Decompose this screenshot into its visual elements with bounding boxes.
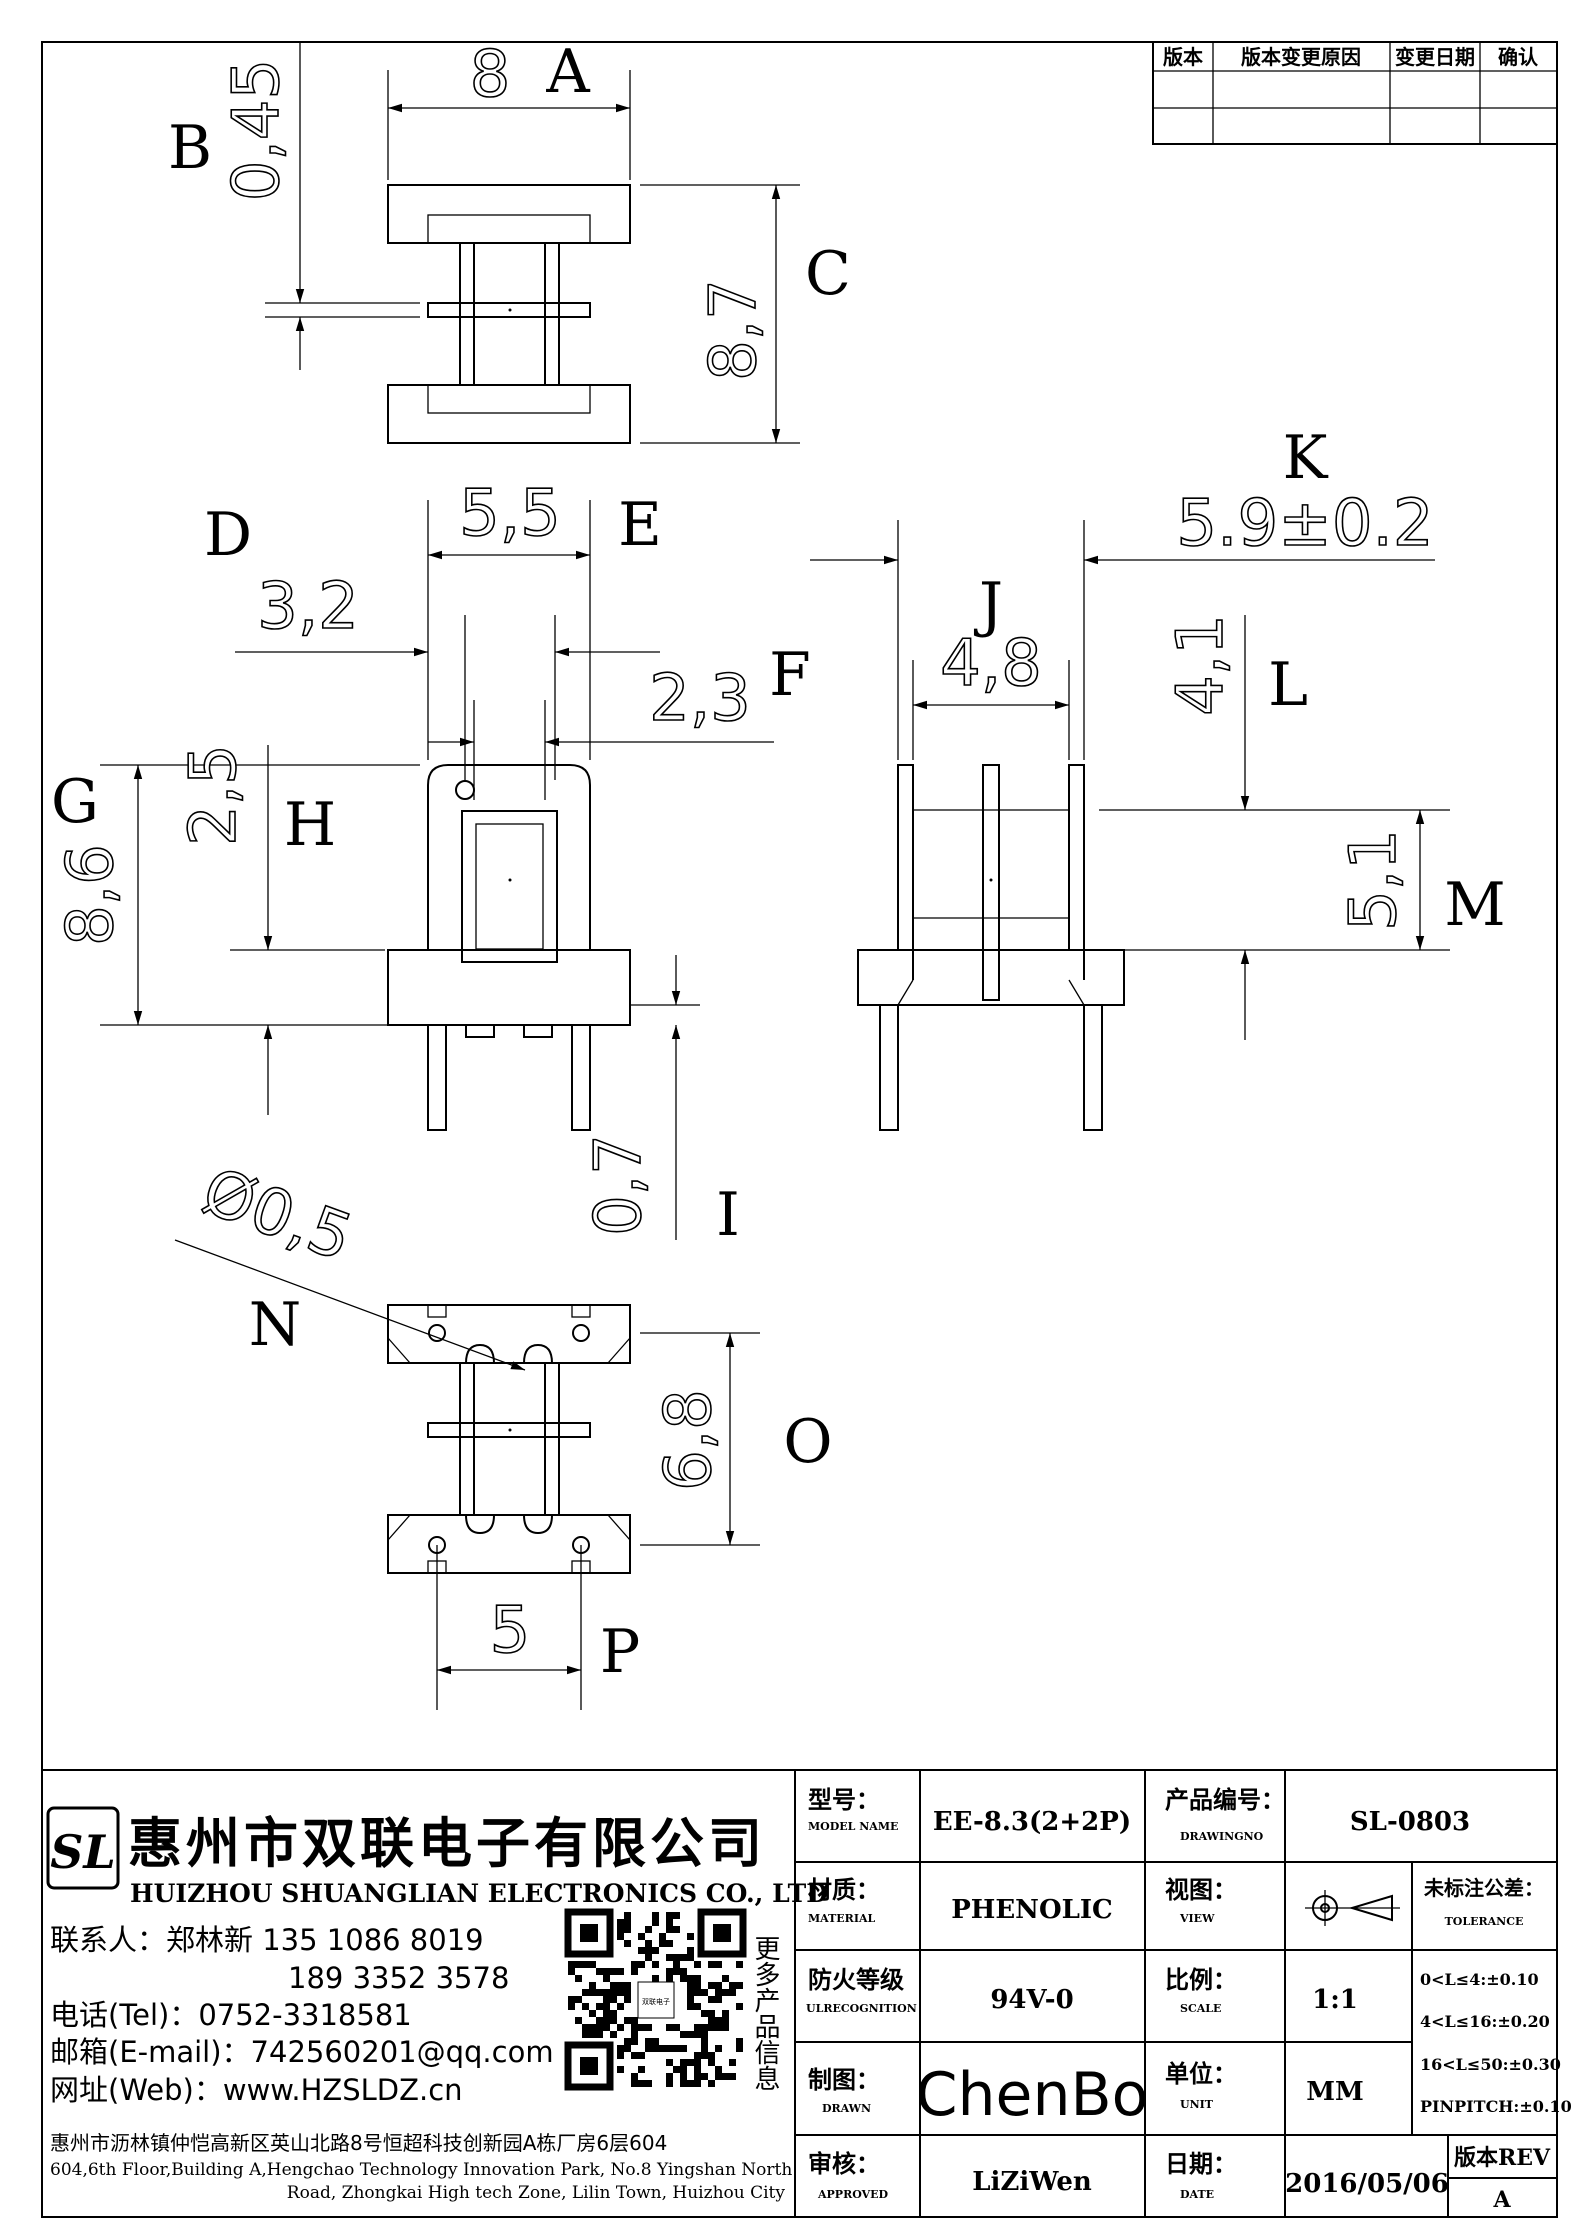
- revision-value: A: [1492, 2187, 1511, 2213]
- tolerance-line-1: 0<L≤4:±0.10: [1420, 1970, 1539, 1989]
- dim-letter-l: L: [1268, 650, 1308, 720]
- qr-caption: 更多产品信息: [750, 1935, 780, 2091]
- drawn-label: 制图：: [808, 2065, 880, 2094]
- fire-rating-label-en: ULRECOGNITION: [806, 2002, 917, 2015]
- dim-l-value: 4,1: [1164, 614, 1238, 716]
- dim-letter-h: H: [284, 790, 336, 860]
- dim-j-value: 4,8: [940, 627, 1042, 701]
- company-logo: SL: [46, 1806, 120, 1890]
- dim-k-value: 5.9±0.2: [1176, 487, 1433, 561]
- svg-text:SL: SL: [50, 1825, 116, 1879]
- approved-value: LiZiWen: [972, 2167, 1092, 2197]
- dim-m-value: 5,1: [1337, 829, 1411, 931]
- tolerance-line-3: 16<L≤50:±0.30: [1420, 2055, 1561, 2074]
- dim-n-value: Ø0,5: [193, 1154, 361, 1276]
- dim-letter-m: M: [1444, 870, 1505, 940]
- dim-letter-p: P: [600, 1617, 640, 1687]
- side-view: [857, 764, 1125, 1131]
- scale-label-en: SCALE: [1180, 2002, 1221, 2015]
- date-label: 日期：: [1165, 2149, 1237, 2178]
- view-label: 视图：: [1165, 1875, 1237, 1904]
- material-label-en: MATERIAL: [808, 1912, 876, 1925]
- material-value: PHENOLIC: [951, 1895, 1112, 1925]
- dim-letter-b: B: [168, 113, 212, 183]
- company-name-cn: 惠州市双联电子有限公司: [128, 1812, 766, 1875]
- address-en-2: Road, Zhongkai High tech Zone, Lilin Tow…: [287, 2183, 786, 2203]
- website: 网址(Web)：www.HZSLDZ.cn: [50, 2073, 463, 2107]
- rev-header-reason: 版本变更原因: [1241, 45, 1361, 69]
- dim-o-value: 6,8: [652, 1389, 726, 1491]
- dim-letter-g: G: [51, 767, 99, 837]
- model-value: EE-8.3(2+2P): [933, 1807, 1131, 1837]
- tolerance-line-2: 4<L≤16:±0.20: [1420, 2012, 1550, 2031]
- dim-letter-i: I: [716, 1180, 740, 1250]
- dim-c-value: 8,7: [697, 279, 771, 381]
- front-view: [387, 764, 631, 1131]
- view-label-en: VIEW: [1179, 1912, 1215, 1925]
- dim-letter-k: K: [1283, 423, 1329, 493]
- tolerance-label-en: TOLERANCE: [1445, 1915, 1524, 1928]
- dim-f-value: 2,3: [649, 662, 751, 736]
- unit-label: 单位：: [1165, 2059, 1237, 2088]
- fire-rating-label: 防火等级: [808, 1965, 904, 1994]
- dim-letter-d: D: [204, 500, 252, 570]
- revision-table: 版本 版本变更原因 变更日期 确认: [1152, 41, 1558, 145]
- model-label: 型号：: [808, 1785, 880, 1814]
- drawn-value: ChenBo: [916, 2060, 1149, 2130]
- dim-p-value: 5: [490, 1594, 531, 1668]
- material-label: 材质：: [808, 1875, 880, 1904]
- qr-code: 双联电子: [564, 1908, 747, 2091]
- svg-text:双联电子: 双联电子: [642, 1997, 670, 2006]
- projection-symbol-icon: [1305, 1890, 1400, 1926]
- date-value: 2016/05/06: [1285, 2169, 1449, 2199]
- address-en-1: 604,6th Floor,Building A,Hengchao Techno…: [50, 2160, 792, 2180]
- tolerance-line-4: PINPITCH:±0.10: [1420, 2097, 1572, 2116]
- unit-label-en: UNIT: [1180, 2098, 1214, 2111]
- revision-label: 版本REV: [1454, 2145, 1551, 2171]
- drawn-label-en: DRAWN: [822, 2102, 871, 2115]
- drawing-no-label: 产品编号：: [1165, 1785, 1285, 1814]
- drawing-no-label-en: DRAWINGNO: [1180, 1830, 1264, 1843]
- dim-h-value: 2,5: [177, 744, 251, 846]
- rev-header-date: 变更日期: [1395, 45, 1475, 69]
- sheet-frame: [41, 41, 1558, 2218]
- dim-letter-a: A: [545, 37, 590, 107]
- dim-g-value: 8,6: [54, 844, 128, 946]
- dim-letter-c: C: [805, 239, 851, 309]
- drawing-no-value: SL-0803: [1350, 1807, 1470, 1837]
- contact-phone-2: 189 3352 3578: [288, 1961, 509, 1995]
- address-cn: 惠州市沥林镇仲恺高新区英山北路8号恒超科技创新园A栋厂房6层604: [50, 2131, 667, 2155]
- dim-letter-f: F: [769, 640, 811, 710]
- scale-value: 1:1: [1312, 1985, 1358, 2015]
- dim-letter-n: N: [249, 1290, 302, 1360]
- dim-i-value: 0,7: [582, 1134, 656, 1236]
- fire-rating-value: 94V-0: [990, 1985, 1073, 2015]
- rev-header-version: 版本: [1163, 45, 1203, 69]
- dim-d-value: 3,2: [257, 570, 359, 644]
- bottom-view: [387, 1304, 631, 1574]
- dim-b-value: 0,45: [220, 59, 294, 202]
- dim-letter-e: E: [618, 490, 662, 560]
- date-label-en: DATE: [1180, 2188, 1214, 2201]
- approved-label: 审核：: [808, 2149, 880, 2178]
- scale-label: 比例：: [1165, 1965, 1237, 1994]
- email: 邮箱(E-mail)：742560201@qq.com: [50, 2035, 554, 2069]
- contact-person: 联系人：郑林新 135 1086 8019: [50, 1923, 484, 1957]
- unit-value: MM: [1306, 2077, 1364, 2107]
- dim-letter-o: O: [783, 1407, 832, 1477]
- title-block-grid: [794, 1770, 1557, 2217]
- telephone: 电话(Tel)：0752-3318581: [50, 1998, 412, 2032]
- dim-e-value: 5,5: [459, 477, 561, 551]
- model-label-en: MODEL NAME: [808, 1820, 898, 1833]
- top-view: [387, 184, 631, 444]
- tolerance-label: 未标注公差：: [1424, 1876, 1544, 1900]
- dim-a-value: 8: [470, 38, 511, 112]
- rev-header-confirm: 确认: [1498, 45, 1539, 69]
- company-name-en: HUIZHOU SHUANGLIAN ELECTRONICS CO., LTD: [130, 1879, 828, 1908]
- approved-label-en: APPROVED: [817, 2188, 889, 2201]
